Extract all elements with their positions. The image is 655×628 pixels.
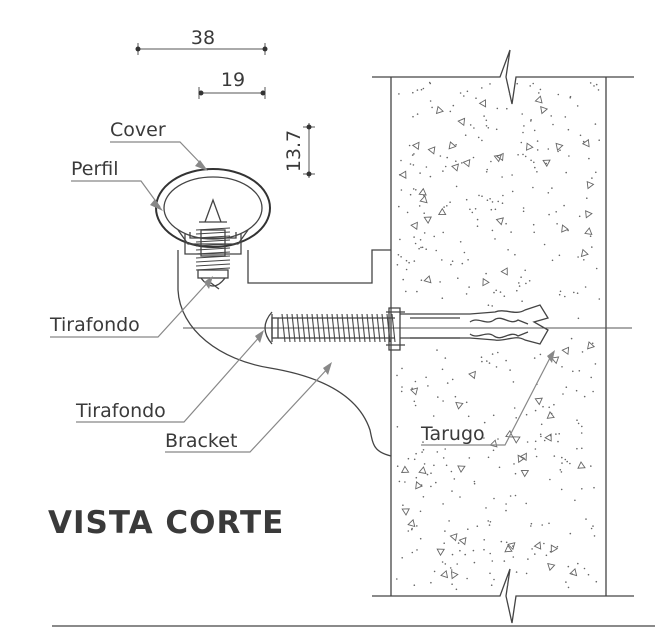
dimension-19: 19: [198, 69, 266, 99]
dimension-19-text: 19: [221, 69, 245, 91]
screw-horizontal: [264, 311, 396, 345]
dimension-13-7-text: 13.7: [283, 130, 305, 172]
label-tirafondo-2: Tirafondo: [75, 330, 264, 423]
tarugo-anchor: [386, 304, 550, 351]
label-tarugo-text: Tarugo: [420, 423, 485, 445]
bracket-shape: [177, 249, 392, 457]
concrete-hatch: [396, 81, 601, 591]
label-bracket-text: Bracket: [165, 430, 237, 452]
label-tirafondo-1: Tirafondo: [49, 276, 213, 338]
label-cover-text: Cover: [110, 119, 166, 141]
label-bracket: Bracket: [165, 362, 332, 453]
dimension-13-7: 13.7: [283, 123, 315, 178]
dimension-38: 38: [135, 27, 268, 55]
concrete-wall: [372, 49, 634, 624]
dimension-38-text: 38: [191, 27, 215, 49]
label-cover: Cover: [110, 119, 208, 171]
cover-perfil: [155, 168, 271, 255]
label-perfil: Perfil: [71, 158, 163, 211]
screw-vertical: [195, 198, 231, 290]
label-tirafondo-2-text: Tirafondo: [75, 400, 166, 422]
label-perfil-text: Perfil: [71, 158, 119, 180]
label-tarugo: Tarugo: [420, 350, 555, 446]
label-tirafondo-1-text: Tirafondo: [49, 314, 140, 336]
drawing-title: VISTA CORTE: [48, 505, 284, 541]
